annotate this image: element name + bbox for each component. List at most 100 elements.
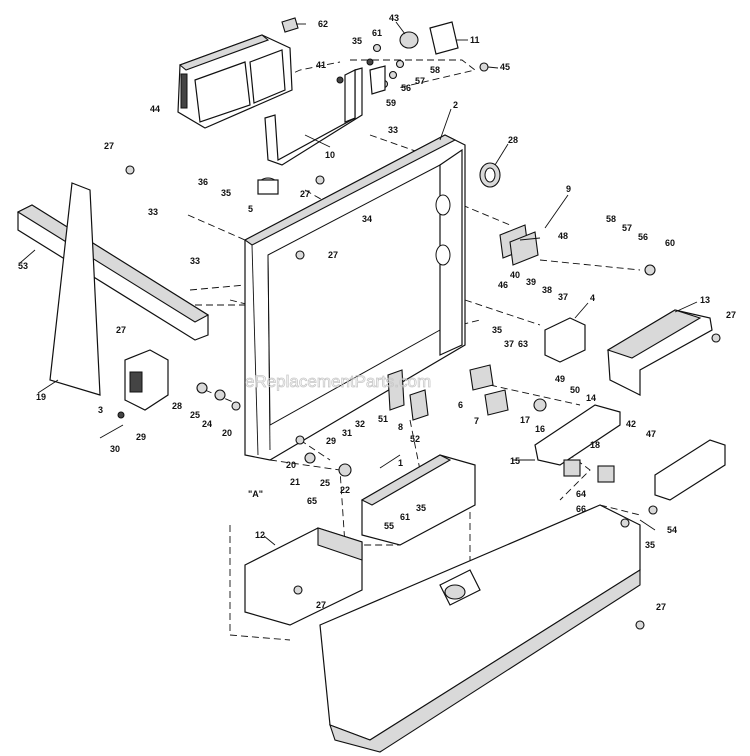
plate-part [534, 404, 621, 466]
callout-label: 42 [626, 419, 636, 429]
callout-label: 58 [430, 65, 440, 75]
callout-label: 35 [492, 325, 502, 335]
callout-label: 10 [325, 150, 335, 160]
callout-label: 18 [590, 440, 600, 450]
callout-label: 5 [248, 204, 253, 214]
base-frame-part [319, 504, 641, 753]
leader-lines [19, 21, 698, 546]
callout-labels: 62 43 11 35 61 45 41 58 57 56 59 44 2 33… [18, 13, 736, 612]
callout-label: 49 [555, 374, 565, 384]
callout-label: 53 [18, 261, 28, 271]
callout-label: 29 [326, 436, 336, 446]
connector-block-part [563, 459, 615, 483]
middle-hardware-parts [99, 165, 721, 630]
callout-label: 30 [110, 444, 120, 454]
callout-label: 61 [372, 28, 382, 38]
callout-label: 55 [384, 521, 394, 531]
bracket-part [264, 67, 363, 166]
cover-part [606, 309, 713, 396]
callout-label: 27 [116, 325, 126, 335]
callout-label: 27 [726, 310, 736, 320]
callout-label: 8 [398, 422, 403, 432]
callout-label: 1 [398, 458, 403, 468]
callout-label: 37 [504, 339, 514, 349]
callout-label: 54 [667, 525, 677, 535]
callout-label: 14 [586, 393, 596, 403]
callout-label: 27 [316, 600, 326, 610]
callout-label: 44 [150, 104, 160, 114]
control-panel-part [177, 34, 293, 129]
callout-label: 38 [542, 285, 552, 295]
callout-label: 47 [646, 429, 656, 439]
callout-label: 32 [355, 419, 365, 429]
callout-label: 45 [500, 62, 510, 72]
callout-label: 33 [388, 125, 398, 135]
callout-label: 9 [566, 184, 571, 194]
callout-label: 6 [458, 400, 463, 410]
callout-label: 11 [470, 35, 480, 45]
callout-label: 60 [665, 238, 675, 248]
callout-label: 46 [498, 280, 508, 290]
callout-label: 16 [535, 424, 545, 434]
callout-label: 20 [286, 460, 296, 470]
bracket-1-part [360, 454, 476, 546]
relay-part [257, 177, 279, 195]
callout-label: 27 [328, 250, 338, 260]
callout-label: 27 [300, 189, 310, 199]
callout-label: 66 [576, 504, 586, 514]
callout-label: 27 [104, 141, 114, 151]
callout-label: "A" [248, 489, 263, 499]
callout-label: 64 [576, 489, 586, 499]
cover-12-part [244, 527, 363, 626]
callout-label: 35 [221, 188, 231, 198]
callout-label: 62 [318, 19, 328, 29]
callout-label: 25 [190, 410, 200, 420]
callout-label: 27 [656, 602, 666, 612]
callout-label: 33 [148, 207, 158, 217]
callout-label: 33 [190, 256, 200, 266]
callout-label: 61 [400, 512, 410, 522]
callout-label: 28 [508, 135, 518, 145]
callout-label: 22 [340, 485, 350, 495]
callout-label: 57 [622, 223, 632, 233]
callout-label: 4 [590, 293, 595, 303]
callout-label: 36 [198, 177, 208, 187]
grommet-part [479, 162, 501, 188]
callout-label: 2 [453, 100, 458, 110]
callout-label: 34 [362, 214, 372, 224]
callout-label: 29 [136, 432, 146, 442]
callout-label: 25 [320, 478, 330, 488]
right-plate-part [654, 439, 726, 501]
callout-label: 41 [316, 60, 326, 70]
callout-label: 40 [510, 270, 520, 280]
callout-label: 39 [526, 277, 536, 287]
callout-label: 21 [290, 477, 300, 487]
watermark-text: eReplacementParts.com [245, 372, 431, 391]
callout-label: 43 [389, 13, 399, 23]
callout-label: 37 [558, 292, 568, 302]
callout-label: 31 [342, 428, 352, 438]
callout-label: 3 [98, 405, 103, 415]
callout-label: 28 [172, 401, 182, 411]
callout-label: 58 [606, 214, 616, 224]
rail-part [16, 204, 210, 341]
top-hardware-parts [281, 17, 489, 95]
callout-label: 56 [401, 83, 411, 93]
side-panel-part [49, 182, 101, 396]
callout-label: 57 [415, 76, 425, 86]
callout-label: 20 [222, 428, 232, 438]
terminal-block-part [499, 224, 539, 266]
breaker-part [124, 349, 169, 411]
callout-label: 65 [307, 496, 317, 506]
main-frame-part [243, 134, 466, 461]
bracket-4-part [544, 317, 586, 363]
callout-label: 24 [202, 419, 212, 429]
callout-label: 35 [352, 36, 362, 46]
callout-label: 63 [518, 339, 528, 349]
callout-label: 12 [255, 530, 265, 540]
callout-label: 50 [570, 385, 580, 395]
callout-label: 13 [700, 295, 710, 305]
callout-label: 51 [378, 414, 388, 424]
callout-label: 19 [36, 392, 46, 402]
callout-label: 52 [410, 434, 420, 444]
